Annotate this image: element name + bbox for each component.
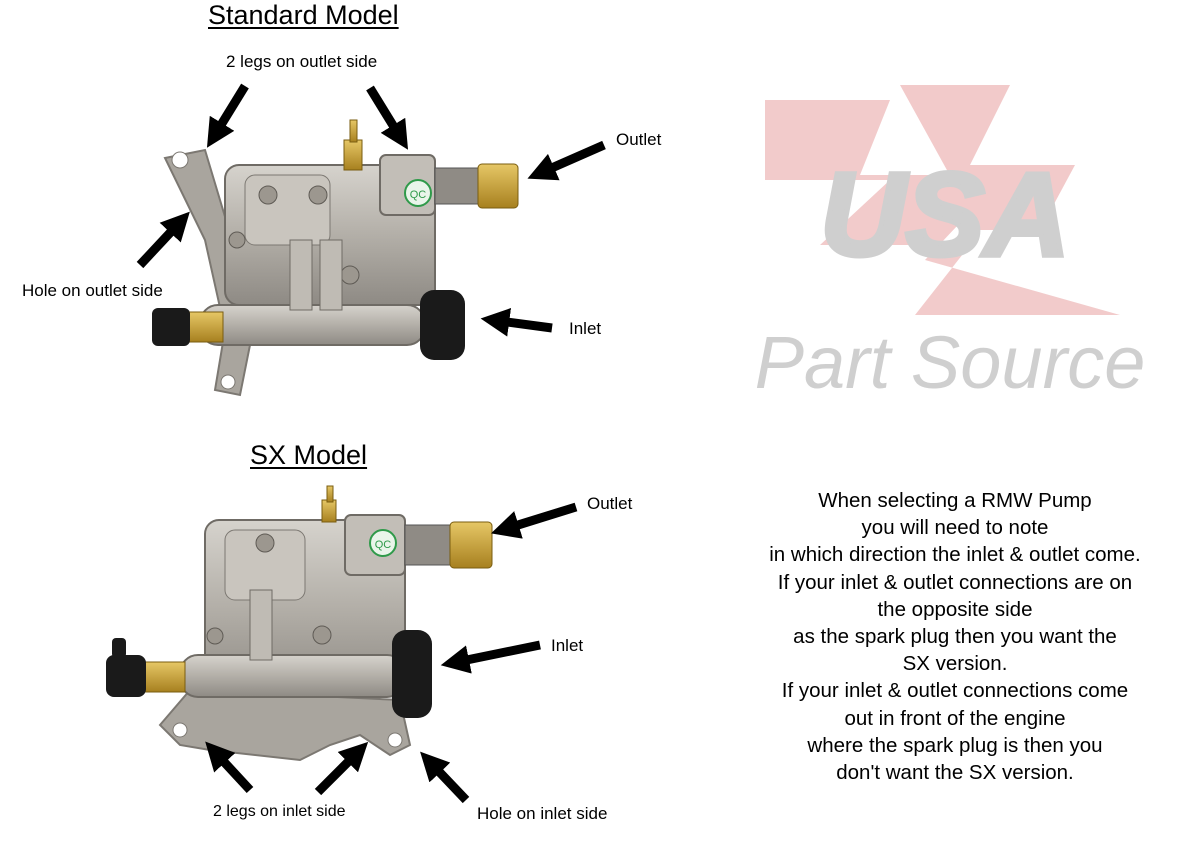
note-line: as the spark plug then you want the: [793, 625, 1117, 649]
inlet-arrow: [480, 308, 553, 337]
standard-legs-label: 2 legs on outlet side: [226, 52, 378, 71]
usa-part-source-logo: USA Part Source: [755, 85, 1146, 404]
sx-hole-arrow: [420, 751, 470, 804]
standard-hole-label: Hole on outlet side: [22, 281, 163, 300]
legs-arrow-left: [206, 83, 249, 148]
sx-legs-label: 2 legs on inlet side: [213, 803, 346, 820]
sx-pump-body: QC: [106, 485, 493, 762]
legs-arrow-right: [366, 85, 409, 150]
lightning-bolt-icon: [765, 85, 1120, 315]
standard-outlet-label: Outlet: [616, 130, 662, 149]
sx-arrows: [205, 502, 578, 804]
note-line: When selecting a RMW Pump: [818, 489, 1092, 512]
note-line: in which direction the inlet & outlet co…: [769, 543, 1141, 567]
sx-legs-arrow-left: [205, 741, 254, 794]
sx-inlet-label: Inlet: [551, 636, 584, 655]
sx-model-heading: SX Model: [250, 440, 368, 470]
outlet-arrow: [527, 140, 606, 181]
svg-text:QC: QC: [375, 539, 392, 551]
sx-hole-label: Hole on inlet side: [477, 804, 608, 823]
sx-legs-arrow-right: [314, 741, 369, 796]
logo-part-source-text: Part Source: [755, 321, 1146, 404]
note-line: the opposite side: [877, 597, 1033, 621]
standard-pump-image: QC: [136, 83, 606, 397]
sx-inlet-arrow: [440, 640, 541, 674]
standard-arrows: [136, 83, 606, 337]
standard-model-heading: Standard Model: [208, 0, 399, 30]
note-line: SX version.: [902, 652, 1008, 676]
note-line: where the spark plug is then you: [807, 733, 1103, 757]
note-line: you will need to note: [861, 516, 1049, 540]
hole-arrow: [136, 211, 190, 269]
sx-pump-image: QC: [106, 485, 578, 804]
standard-inlet-label: Inlet: [569, 319, 602, 338]
note-line: If your inlet & outlet connections are o…: [777, 570, 1133, 594]
logo-usa-text: USA: [820, 149, 1069, 281]
standard-pump-body: QC: [152, 119, 519, 397]
sx-outlet-label: Outlet: [587, 494, 633, 513]
selection-note: When selecting a RMW Pump you will need …: [720, 487, 1190, 786]
note-line: out in front of the engine: [844, 706, 1066, 730]
note-line: don't want the SX version.: [836, 761, 1074, 785]
sx-outlet-arrow: [490, 502, 578, 539]
svg-text:QC: QC: [410, 189, 427, 201]
note-line: If your inlet & outlet connections come: [781, 679, 1129, 703]
